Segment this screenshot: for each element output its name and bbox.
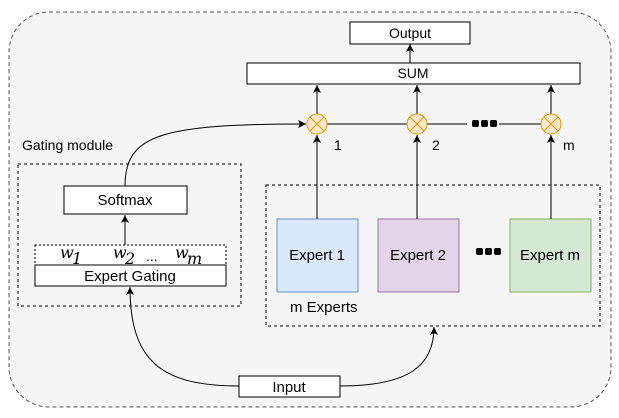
- expert-m-box: [509, 218, 592, 293]
- svg-text:m: m: [187, 249, 202, 268]
- weight-ellipsis: ...: [146, 248, 158, 264]
- expert-1-label: Expert 1: [289, 247, 345, 264]
- multiplier-label-2: 2: [432, 137, 440, 153]
- experts-ellipsis-dots: [476, 248, 501, 255]
- experts-group: [265, 184, 601, 327]
- softmax-to-multiplier-arrow: [124, 120, 307, 187]
- multiplier-m: [540, 113, 562, 135]
- expert-m-label: Expert m: [520, 247, 580, 264]
- input-to-experts-arrow: [339, 326, 438, 387]
- svg-text:w: w: [60, 243, 74, 262]
- weight-wm: w m: [175, 243, 202, 268]
- output-label: Output: [389, 25, 431, 41]
- input-to-gating-arrow: [126, 286, 240, 387]
- weight-w1: w 1: [60, 243, 82, 268]
- softmax-label: Softmax: [97, 192, 153, 209]
- expert-gating-label: Expert Gating: [84, 268, 176, 285]
- weight-w2: w 2: [113, 243, 135, 268]
- expert-2-label: Expert 2: [390, 247, 446, 264]
- expert-2-box: [377, 218, 460, 293]
- svg-text:1: 1: [72, 249, 82, 268]
- input-label: Input: [272, 379, 306, 396]
- sum-label: SUM: [397, 65, 428, 81]
- m-experts-label: m Experts: [290, 299, 358, 316]
- svg-text:2: 2: [124, 249, 135, 268]
- sum-box: [246, 62, 581, 85]
- multiplier-ellipsis-dots: [472, 120, 497, 127]
- outer-container: [8, 11, 612, 408]
- svg-text:w: w: [113, 243, 127, 262]
- expert-gating-box: [34, 264, 227, 287]
- multiplier-label-m: m: [563, 137, 575, 153]
- gating-module-title: Gating module: [22, 137, 113, 153]
- weights-box: [34, 244, 227, 266]
- gating-module-group: [17, 163, 242, 307]
- multiplier-1: [306, 113, 328, 135]
- multiplier-2: [406, 113, 428, 135]
- expert-1-box: [276, 218, 359, 293]
- softmax-box: [63, 185, 188, 215]
- svg-text:w: w: [175, 243, 189, 262]
- multiplier-label-1: 1: [334, 137, 342, 153]
